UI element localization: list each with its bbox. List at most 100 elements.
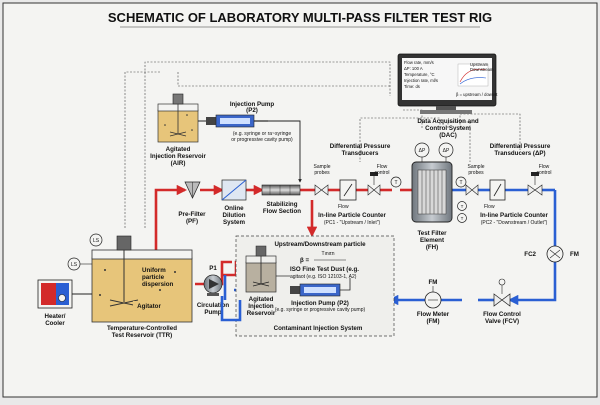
flow-meter-label-2: (FM) [426,318,439,325]
circ-pump-label-2: Pump [204,309,221,316]
t-label-3: T [461,216,464,221]
dpt-right-1: Differential Pressure [490,143,551,150]
dac-label-1: Data Acquisition and [417,118,479,125]
pc1-label-2: (PC1 - "Upstream / Inlet") [324,220,381,226]
test-filter-label-3: (FH) [426,244,438,251]
dpt-left-1: Differential Pressure [330,143,391,150]
flow-meter-label-1: Flow Meter [417,311,450,318]
fm-label-top: FM [429,279,438,286]
motor-icon [255,245,267,257]
stabilizing-label-2: Flow Section [263,208,301,215]
circ-pump-label-1: Circulation [197,302,230,309]
contaminant-reservoir [245,245,290,293]
agit-res-label-1: Agitated [249,296,274,303]
uniform-label-1: Uniform [142,267,166,274]
heater-label-2: Cooler [45,320,65,327]
monitor-line-3: Temperature, °C [404,72,435,77]
monitor-legend-upstream: Upstream [470,62,489,67]
sample-probes-right-1: Sample [468,164,485,170]
uniform-label-3: dispersion [142,281,174,288]
fan-icon [58,294,66,302]
flow-control-right-2: control [536,170,551,176]
flow-control-valve [493,278,511,307]
test-filter-label-1: Test Filter [417,230,447,237]
stabilizing-label-1: Stabilizing [267,201,298,208]
dilution-label-3: System [223,219,246,226]
iso-dust-label-2: agitaot (e.g. ISO 12103-1, A2) [290,274,357,280]
air-label-3: (AIR) [171,160,186,167]
ttr-label-1: Temperature-Controlled [107,325,177,332]
uniform-label-2: particle [142,274,165,281]
monitor-line-2: ΔP: 100 A [404,66,423,71]
fcv-label-1: Flow Control [483,311,521,318]
flow-control-left-1: Flow [377,164,388,170]
ls-label-2: LS [71,262,78,268]
return-pipe [220,296,242,322]
dp-label-1: ΔP [419,148,426,154]
t-label-4: T [459,180,462,186]
monitor-line-4: Injection rate, ml/s [404,78,438,83]
fm-label-right: FM [570,251,579,258]
sample-probes-right-2: probes [468,170,484,176]
diagram-title: SCHEMATIC OF LABORATORY MULTI-PASS FILTE… [108,10,492,25]
agitator-label: Agitator [137,303,161,310]
dpt-left-2: Transducers [342,150,379,157]
sample-valve-icon [314,184,329,196]
dilution-label-2: Dilution [222,212,245,219]
fc2-flow-meter [546,245,564,263]
flow-control-valve-icon [527,184,543,196]
injection-pump-bottom [290,278,351,297]
sample-valve-icon [465,184,479,196]
flow-control-left-2: control [374,170,389,176]
prefilter-label-1: Pre-Filter [178,211,206,218]
inj-pump-top-note-1: (e.g. syringe or ra~syringe [233,131,291,137]
air-label-2: Injection Reservoir [150,153,206,160]
t-label-2: T [461,204,464,209]
updown-title: Upstream/Downstream particle [274,241,366,248]
agitated-injection-reservoir [157,93,199,143]
heater-label-1: Heater/ [45,313,66,320]
flow-tag-left: Flow [338,204,349,210]
inj-pump-top-note-2: or progressive cavity pump) [231,137,293,143]
frame [2,2,598,398]
ls-label-1: LS [93,238,100,244]
beta-symbol: β = [300,257,309,264]
level-sensors [67,233,103,271]
p1-label: P1 [209,265,217,272]
monitor-beta: β = upstream / downst [456,92,498,97]
t-label-1: T [394,180,397,186]
iso-dust-label-1: ISO Fine Test Dust (e.g. [290,266,359,273]
flow-control-valve-icon [367,184,381,196]
dac-label-2: Control System [425,125,471,132]
monitor-line-1: Flow rate, mm/s [404,60,434,65]
sample-probes-left-1: Sample [314,164,331,170]
agit-res-label-3: Reservoir [247,310,276,317]
air-label-1: Agitated [166,146,191,153]
upstream-pipes [154,184,412,277]
agitator-motor-icon [116,235,132,251]
pc2-label-1: In-line Particle Counter [480,212,548,219]
upstream-instruments [314,172,402,201]
inj-pump-bottom-label: Injection Pump (P2) [291,300,349,307]
fcv-label-2: Valve (FCV) [485,318,519,325]
fc2-label: FC2 [524,251,536,258]
heater-cooler [37,279,92,309]
motor-icon [172,93,184,105]
downstream-instruments [455,172,543,201]
contaminant-label: Contaminant Injection System [274,325,363,332]
flow-meter [424,286,442,309]
flow-control-right-1: Flow [539,164,550,170]
pre-filter [184,181,201,199]
dac-label-3: (DAC) [439,132,457,139]
stabilizing-section [261,184,301,196]
monitor-line-5: Time: ds [404,84,420,89]
beta-numerator: Tınιτn [321,251,334,257]
online-dilution-system [221,179,247,201]
dp-label-2: ΔP [443,148,450,154]
inj-pump-top-label-1: Injection Pump [230,101,275,108]
monitor-legend-downstream: Downstream [470,67,494,72]
test-filter-label-2: Element [420,237,444,244]
inj-pump-top-label-2: (P2) [246,107,258,114]
